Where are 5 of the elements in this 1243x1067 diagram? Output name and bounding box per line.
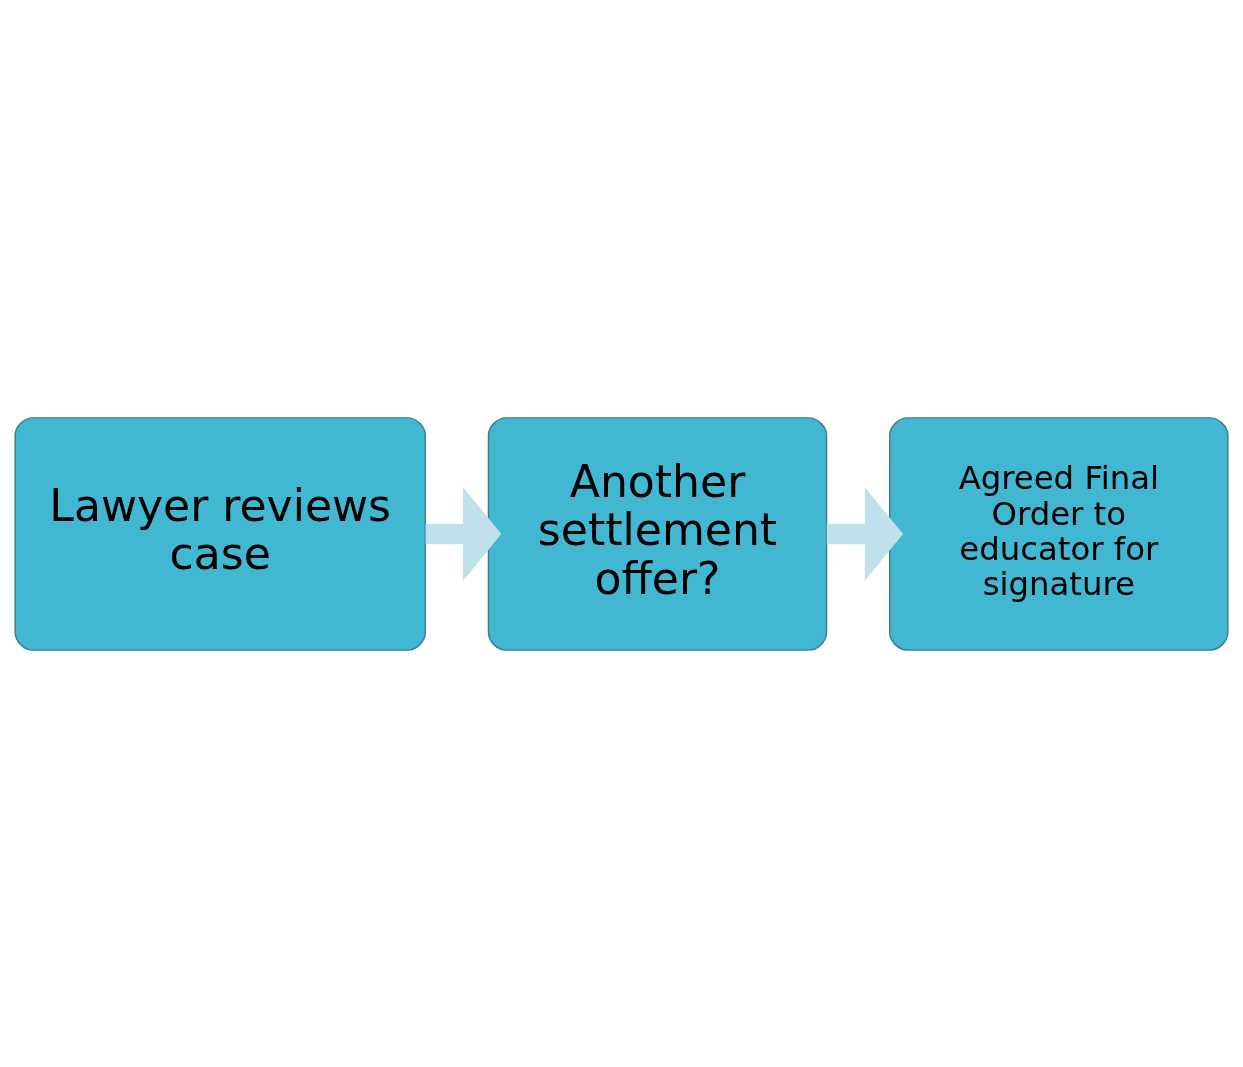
node-box: Another settlement offer? <box>487 416 828 651</box>
arrow <box>826 486 904 581</box>
node-box: Agreed Final Order to educator for signature <box>889 416 1229 651</box>
node-box: Lawyer reviews case <box>14 416 426 651</box>
arrow <box>425 486 502 581</box>
